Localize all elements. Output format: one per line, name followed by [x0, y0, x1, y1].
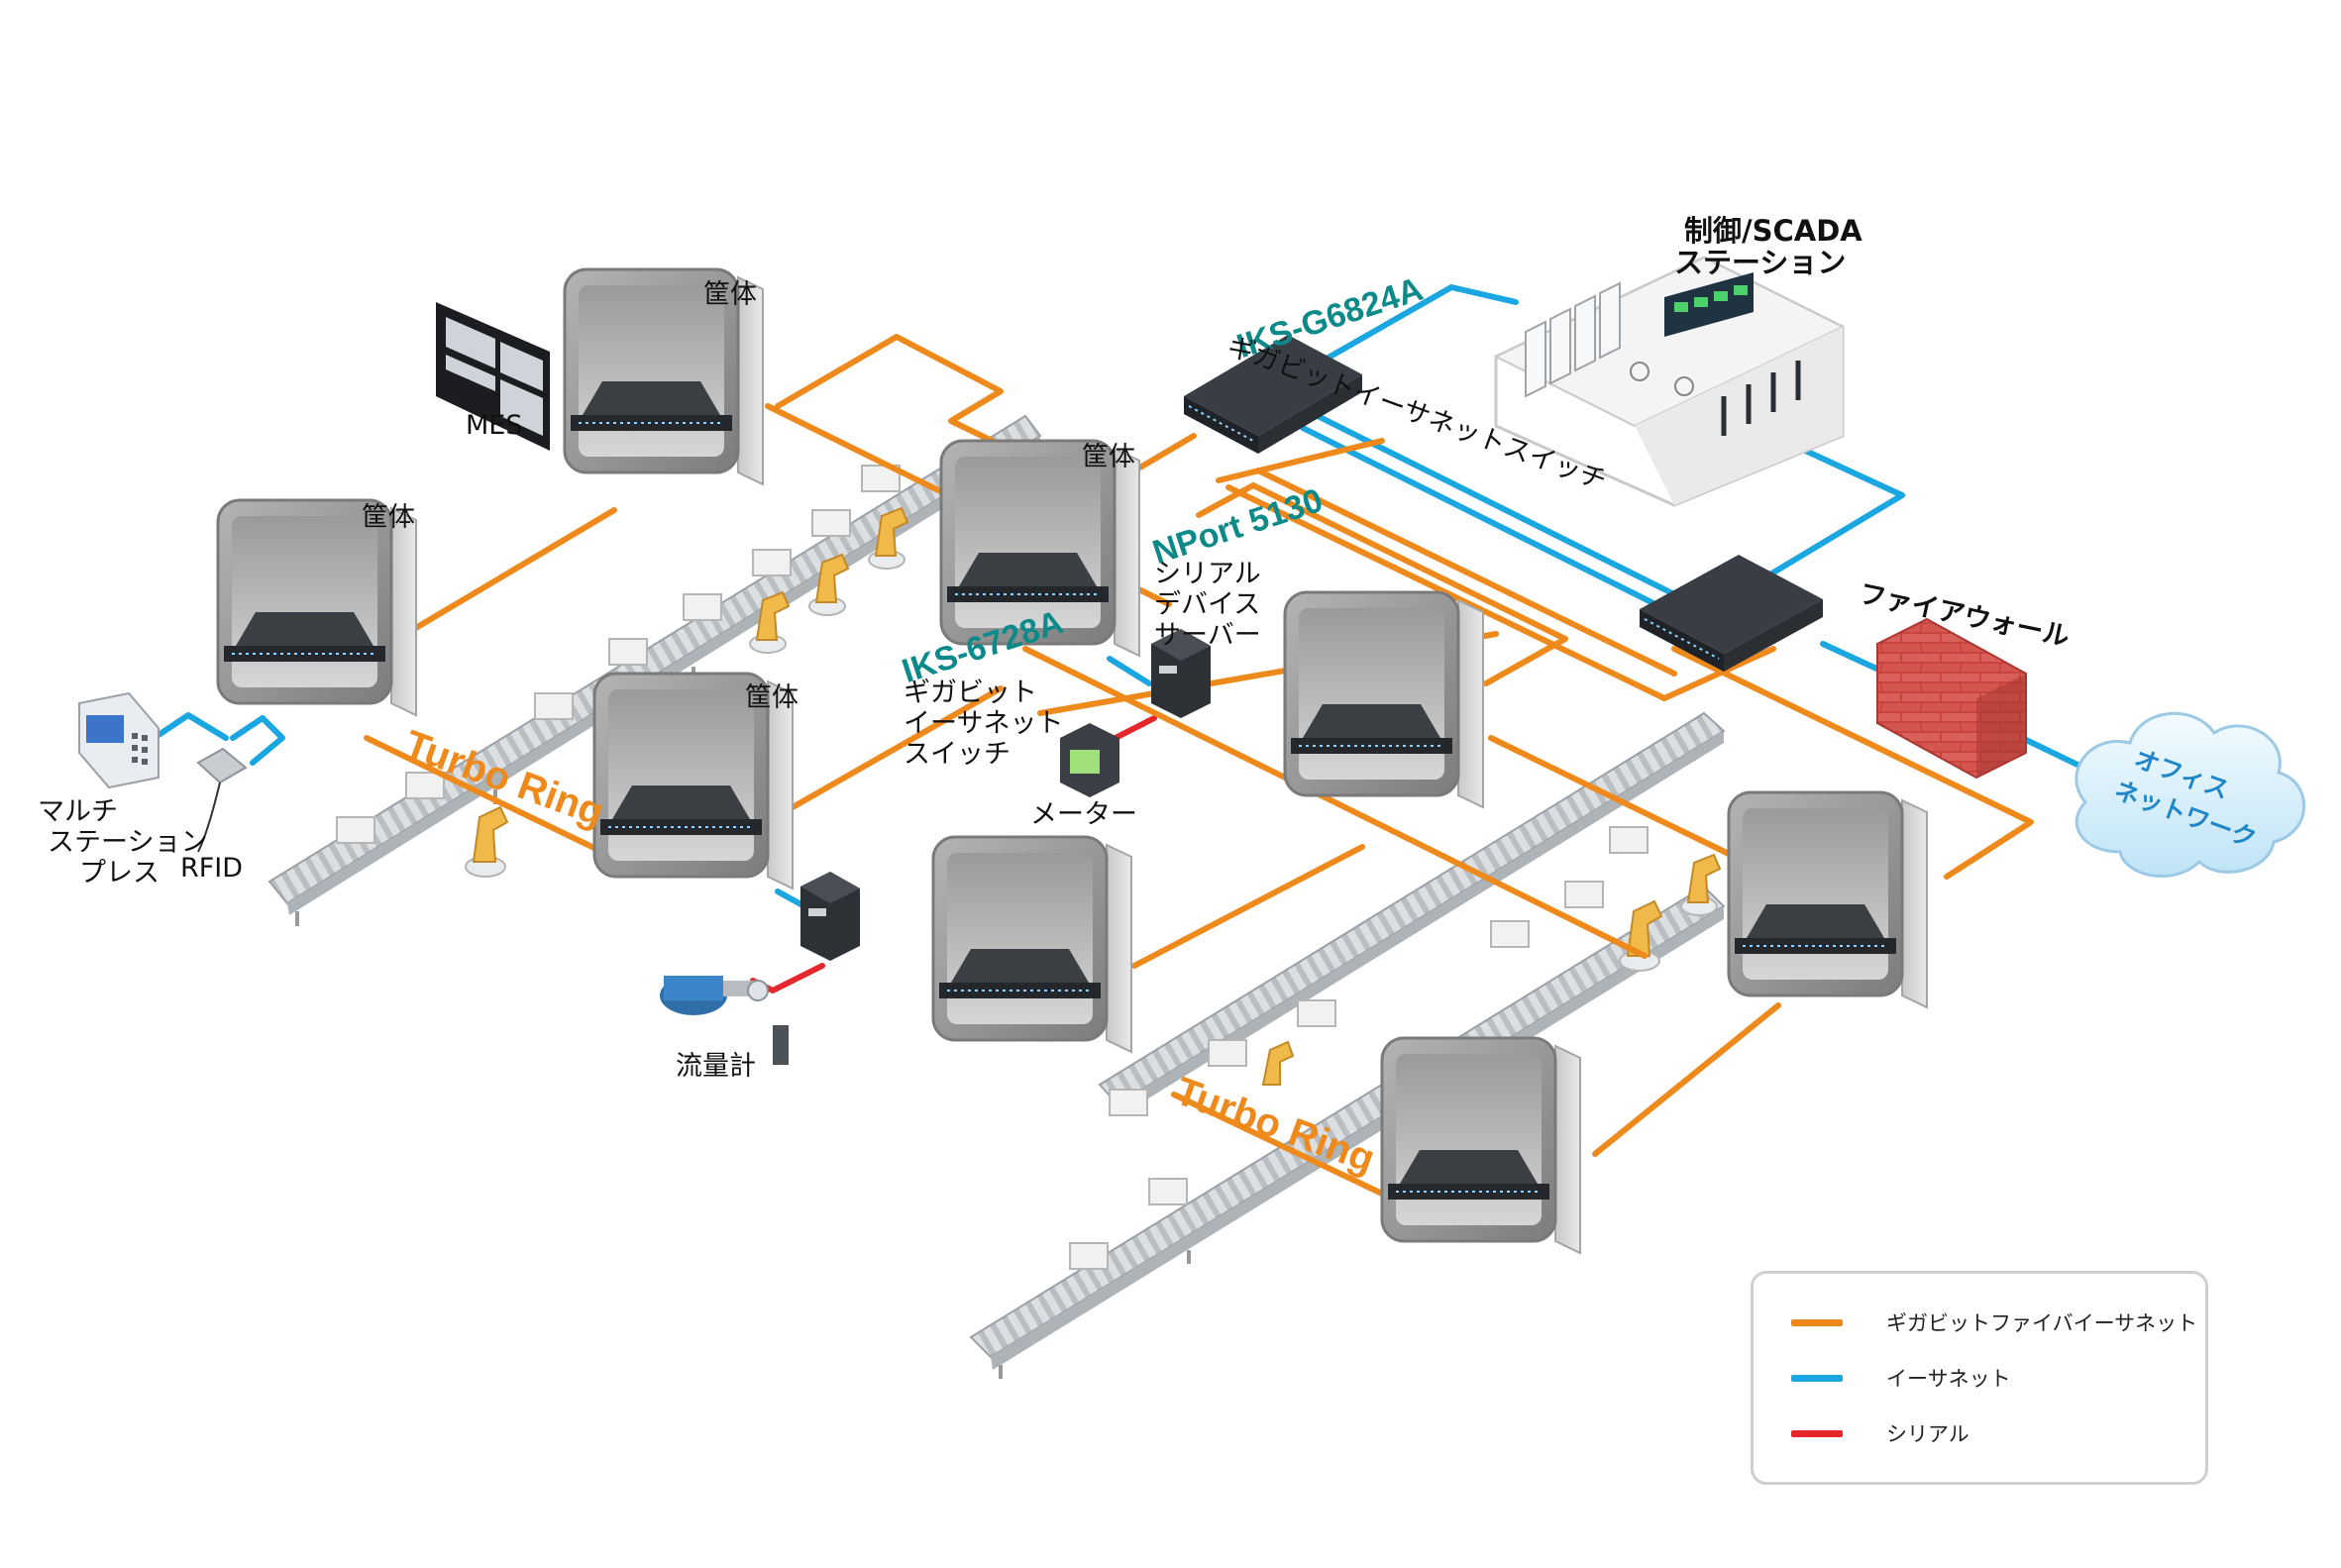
iks-g6824a-switch — [1184, 335, 1362, 454]
legend-label: イーサネット — [1886, 1367, 2011, 1391]
enclosure-label: 筐体 — [745, 682, 798, 713]
conveyor-machines — [336, 465, 1649, 1270]
enclosure-cabinet-icon — [1380, 1036, 1581, 1255]
legend-swatch — [1791, 1318, 1843, 1326]
legend-item-gigabit-fiber: ギガビットファイバイーサネット — [1791, 1307, 2197, 1337]
enclosure-cabinet-icon — [592, 672, 794, 890]
nport-desc-line1: シリアル — [1154, 559, 1261, 589]
legend-swatch — [1791, 1374, 1843, 1382]
legend-item-serial: シリアル — [1791, 1418, 1969, 1448]
press-station-icon — [78, 691, 160, 789]
legend-label: シリアル — [1886, 1422, 1969, 1446]
mes-label: MES — [466, 410, 523, 441]
legend-swatch — [1791, 1429, 1843, 1437]
industrial-switch-icon — [947, 586, 1109, 602]
control-station-label-line1: 制御/SCADA — [1684, 214, 1862, 248]
robot-arm-icon — [465, 506, 1722, 1086]
enclosure-cabinet-icon — [1283, 590, 1484, 809]
serial-device-server-icon — [1151, 629, 1211, 718]
enclosure-label: 筐体 — [703, 279, 757, 310]
enclosure-cabinet-icon — [931, 835, 1132, 1054]
industrial-switch-icon — [571, 415, 732, 431]
iks-6728a-desc-line3: スイッチ — [904, 739, 1011, 770]
industrial-switch-icon — [600, 819, 762, 835]
meter-label: メーター — [1030, 799, 1137, 830]
enclosures — [216, 267, 1928, 1255]
industrial-switch-icon — [1388, 1184, 1549, 1200]
flowmeter-icon — [660, 976, 789, 1065]
press-label-line2: ステーション — [48, 827, 208, 858]
industrial-switch-icon — [939, 983, 1101, 998]
enclosure-cabinet-icon — [1727, 790, 1928, 1009]
core-switch — [1640, 555, 1823, 672]
nport-desc-line3: サーバー — [1154, 620, 1261, 651]
press-label-line3: プレス — [79, 858, 160, 889]
iks-6728a-desc-line1: ギガビット — [904, 678, 1037, 708]
enclosure-cabinet-icon — [216, 498, 417, 717]
firewall-brick-icon — [1876, 617, 2027, 780]
meter-icon — [1060, 723, 1119, 797]
nport-desc-line2: デバイス — [1154, 589, 1261, 620]
enclosure-label: 筐体 — [1082, 442, 1135, 472]
legend-item-ethernet: イーサネット — [1791, 1363, 2011, 1393]
industrial-switch-icon — [224, 646, 385, 662]
iks-6728a-desc-line2: イーサネット — [904, 708, 1064, 739]
industrial-switch-icon — [1291, 738, 1452, 754]
enclosure-cabinet-icon — [939, 439, 1140, 658]
mes-screen-icon — [436, 302, 550, 451]
press-label-line1: マルチ — [38, 796, 118, 827]
enclosure-label: 筐体 — [362, 502, 415, 533]
scada-room-icon — [1493, 256, 1846, 507]
industrial-switch-icon — [1735, 938, 1896, 954]
legend: ギガビットファイバイーサネット イーサネット シリアル — [1751, 1271, 2208, 1485]
rfid-reader-icon — [196, 747, 248, 853]
serial-device-server-icon — [800, 872, 860, 961]
enclosure-cabinet-icon — [563, 267, 764, 486]
flowmeter-label: 流量計 — [676, 1051, 756, 1082]
rfid-label: RFID — [180, 853, 244, 884]
legend-label: ギガビットファイバイーサネット — [1886, 1311, 2198, 1335]
control-station-label-line2: ステーション — [1674, 246, 1847, 279]
cloud-icon — [2075, 711, 2306, 878]
